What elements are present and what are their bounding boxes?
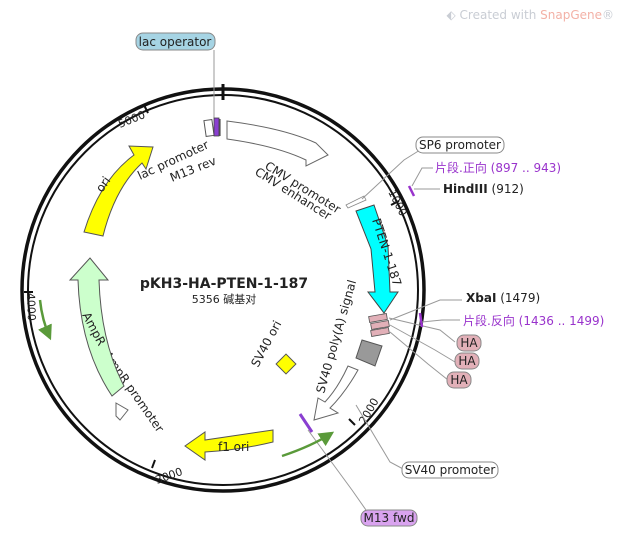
tick-mark-2000 <box>348 418 356 426</box>
snapgene-logo-icon: ⬖ <box>446 8 456 22</box>
cmv-promoter-arrow <box>226 120 329 167</box>
f1-ori-label: f1 ori <box>218 440 249 454</box>
xbai-label: XbaI (1479) <box>466 291 540 305</box>
m13-rev-feature <box>213 117 220 137</box>
ha-2-leader <box>389 324 456 363</box>
fragment-reverse-leader <box>421 319 460 323</box>
ha-tag-features <box>368 313 390 337</box>
tick-mark-3000 <box>151 459 156 469</box>
lac-operator-label-box <box>135 32 216 51</box>
tick-mark-1000 <box>390 200 400 206</box>
plasmid-name: pKH3-HA-PTEN-1-187 <box>140 276 308 292</box>
m13-fwd-label: M13 fwd <box>364 511 415 525</box>
sv40-promoter-label-box <box>401 461 499 479</box>
watermark-reg: ® <box>602 8 614 22</box>
xbai-leader <box>389 299 462 321</box>
sv40-promoter-label: SV40 promoter <box>405 463 496 477</box>
hindiii-label: HindIII (912) <box>443 182 524 196</box>
plasmid-size: 5356 碱基对 <box>192 292 257 306</box>
sp6-promoter-label: SP6 promoter <box>419 138 501 152</box>
tick-label-5000: 5000 <box>116 108 147 131</box>
f1-ori-arrow <box>184 429 274 461</box>
ha-3-label-box <box>446 371 472 389</box>
fragment-reverse-marker <box>418 312 424 328</box>
fragment-forward-label: 片段.正向 (897 .. 943) <box>435 160 561 175</box>
fragment-forward-leader <box>411 167 433 187</box>
m13-fwd-leader <box>307 429 367 511</box>
ampr-arrow <box>68 257 125 397</box>
primer-bottom-arrow <box>281 431 335 458</box>
tick-label-4000: 4000 <box>24 293 38 321</box>
fragment-reverse-label: 片段.反向 (1436 .. 1499) <box>463 313 604 328</box>
sv40-polya-feature <box>355 339 383 367</box>
sp6-promoter-leader <box>361 149 421 200</box>
fragment-forward-marker <box>407 185 416 197</box>
watermark-brand: SnapGene <box>540 8 602 22</box>
m13-fwd-marker <box>298 413 314 433</box>
pten-arrow <box>355 204 399 314</box>
m13-fwd-label-box <box>360 509 418 527</box>
ampr-promoter-arrow <box>115 402 129 421</box>
watermark-prefix: Created with <box>459 8 541 22</box>
sv40-promoter-arrow <box>313 365 359 421</box>
ha-1-label: HA <box>460 336 478 350</box>
sv40-promoter-leader <box>355 404 406 471</box>
snapgene-watermark: ⬖ Created with SnapGene® <box>446 8 614 22</box>
sp6-promoter-arrow <box>345 195 367 209</box>
ha-2-label-box <box>454 352 480 370</box>
sv40-ori-feature <box>275 353 297 375</box>
sp6-promoter-label-box <box>415 136 505 154</box>
ha-1-label-box <box>456 334 482 352</box>
ha-3-leader <box>389 331 449 381</box>
tick-mark-5000 <box>143 104 149 114</box>
ori-arrow <box>83 145 154 237</box>
ha-3-label: HA <box>450 373 468 387</box>
lac-operator-label: lac operator <box>139 35 212 49</box>
ha-2-label: HA <box>458 354 476 368</box>
lac-promoter-feature <box>203 118 215 138</box>
ha-1-leader <box>388 317 456 343</box>
primer-left-arrow <box>38 299 52 341</box>
